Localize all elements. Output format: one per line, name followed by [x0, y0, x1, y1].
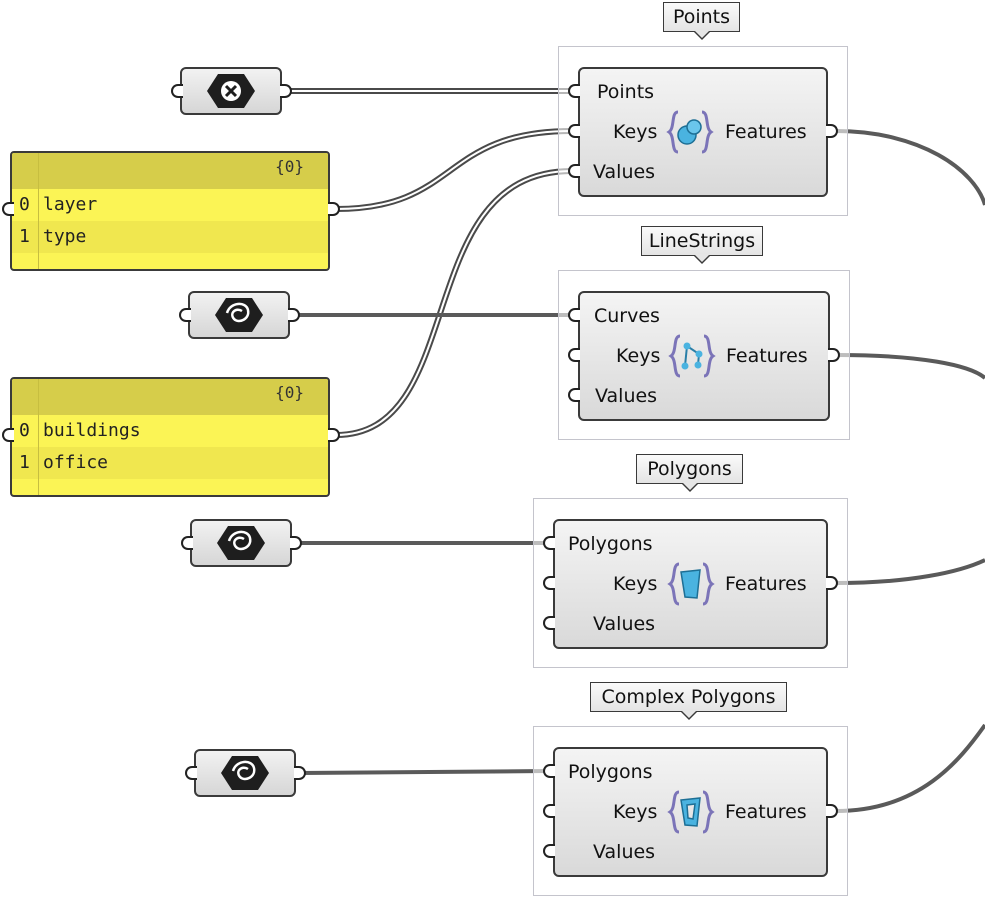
input-grip[interactable] — [568, 308, 580, 322]
output-port-label: Features — [725, 121, 807, 143]
list-wires — [288, 88, 573, 438]
panel-header: {0} — [12, 379, 328, 415]
curve-param[interactable] — [190, 519, 292, 567]
row-text: type — [43, 226, 87, 247]
input-grip[interactable] — [171, 84, 183, 98]
row-text: layer — [43, 194, 98, 215]
input-grip[interactable] — [543, 536, 555, 550]
panel-row: 1 office — [12, 447, 328, 479]
input-grip[interactable] — [568, 124, 580, 138]
input-port-label: Curves — [594, 305, 660, 327]
curve-param-icon — [217, 526, 265, 560]
wire-linestrings-features-out — [837, 353, 985, 380]
input-grip[interactable] — [568, 388, 580, 402]
output-port-label: Features — [725, 801, 807, 823]
input-port-label: Points — [597, 81, 655, 103]
linestring-feature-icon — [668, 334, 716, 378]
row-index: 0 — [19, 194, 30, 215]
input-grip[interactable] — [568, 84, 580, 98]
output-port-label: Features — [726, 345, 808, 367]
output-grip[interactable] — [828, 348, 840, 362]
callout-label: Complex Polygons — [590, 682, 787, 712]
input-port-label: Values — [595, 385, 658, 407]
input-port-label: Keys — [616, 345, 661, 367]
point-param[interactable] — [180, 67, 282, 115]
row-index: 0 — [19, 420, 30, 441]
input-port-label: Polygons — [568, 761, 653, 783]
output-grip[interactable] — [328, 202, 340, 216]
curve-param-icon — [221, 756, 269, 790]
row-index: 1 — [19, 226, 30, 247]
component-points[interactable]: Points Keys Values Features — [578, 67, 828, 197]
input-grip[interactable] — [543, 616, 555, 630]
input-port-label: Values — [593, 613, 656, 635]
input-grip[interactable] — [568, 164, 580, 178]
input-port-label: Values — [593, 841, 656, 863]
callout-label: Polygons — [636, 454, 743, 484]
output-grip[interactable] — [826, 576, 838, 590]
input-grip[interactable] — [543, 804, 555, 818]
panel-row: 1 type — [12, 221, 328, 253]
wire-panel1-to-keys — [335, 128, 573, 212]
input-grip[interactable] — [543, 844, 555, 858]
point-param-icon — [207, 74, 255, 108]
input-grip[interactable] — [2, 202, 14, 216]
output-grip[interactable] — [288, 308, 300, 322]
input-grip[interactable] — [568, 348, 580, 362]
complex-polygon-feature-icon — [667, 790, 715, 834]
output-port-label: Features — [725, 573, 807, 595]
output-grip[interactable] — [294, 766, 306, 780]
wire-panel2-to-values — [335, 168, 573, 438]
row-text: buildings — [43, 420, 141, 441]
output-grip[interactable] — [290, 536, 302, 550]
callout-polygons: Polygons — [636, 454, 743, 492]
callout-label: LineStrings — [641, 226, 763, 256]
input-port-label: Keys — [613, 573, 658, 595]
panel-values[interactable]: {0} 0 buildings 1 office — [10, 377, 330, 497]
output-grip[interactable] — [826, 804, 838, 818]
panel-row: 0 buildings — [12, 415, 328, 447]
wire-points-features-out — [835, 129, 985, 206]
panel-header: {0} — [12, 153, 328, 189]
input-grip[interactable] — [543, 764, 555, 778]
input-port-label: Polygons — [568, 533, 653, 555]
panel-path: {0} — [275, 383, 304, 402]
input-grip[interactable] — [179, 308, 191, 322]
callout-complex-polygons: Complex Polygons — [590, 682, 787, 720]
input-grip[interactable] — [543, 576, 555, 590]
callout-linestrings: LineStrings — [641, 226, 763, 264]
component-polygons[interactable]: Polygons Keys Values Features — [553, 519, 828, 649]
callout-points: Points — [663, 2, 740, 40]
row-text: office — [43, 452, 109, 473]
panel-row: 0 layer — [12, 189, 328, 221]
panel-keys[interactable]: {0} 0 layer 1 type — [10, 151, 330, 271]
wire-complex-features-out — [835, 723, 985, 813]
callout-label: Points — [663, 2, 740, 32]
row-index: 1 — [19, 452, 30, 473]
output-grip[interactable] — [328, 428, 340, 442]
component-linestrings[interactable]: Curves Keys Values Features — [578, 291, 830, 421]
input-grip[interactable] — [2, 428, 14, 442]
output-grip[interactable] — [280, 84, 292, 98]
curve-param-icon — [215, 298, 263, 332]
component-complex-polygons[interactable]: Polygons Keys Values Features — [553, 747, 828, 877]
wire-curve-to-complex-polygons — [299, 769, 549, 775]
wire-polygons-features-out — [835, 558, 985, 585]
input-port-label: Keys — [613, 801, 658, 823]
curve-param[interactable] — [188, 291, 290, 339]
point-feature-icon — [666, 110, 714, 154]
curve-param[interactable] — [194, 749, 296, 797]
polygon-feature-icon — [667, 562, 715, 606]
input-grip[interactable] — [181, 536, 193, 550]
input-grip[interactable] — [185, 766, 197, 780]
input-port-label: Values — [593, 161, 656, 183]
input-port-label: Keys — [613, 121, 658, 143]
output-grip[interactable] — [826, 124, 838, 138]
panel-path: {0} — [275, 157, 304, 176]
